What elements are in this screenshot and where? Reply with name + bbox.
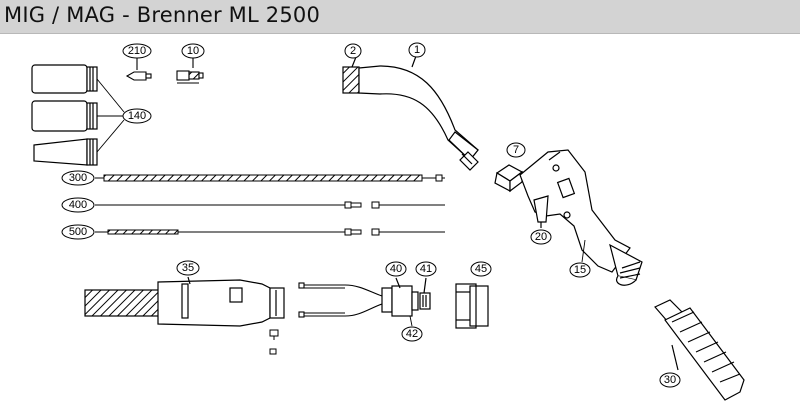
cable-nut-7 [494, 164, 524, 193]
coupling-nut-45 [455, 283, 489, 329]
callout-20: 20 [530, 229, 552, 245]
callout-2: 2 [344, 43, 362, 59]
svg-text:300: 300 [69, 172, 87, 184]
svg-text:500: 500 [69, 226, 87, 238]
spring-protector-30 [654, 299, 745, 401]
leader-15 [581, 239, 586, 263]
callout-30: 30 [659, 372, 681, 388]
trigger-20 [533, 195, 549, 228]
svg-text:15: 15 [574, 264, 586, 276]
callout-500: 500 [61, 224, 95, 240]
leader-42 [409, 315, 413, 327]
callout-45: 45 [470, 261, 492, 277]
cable-leads [298, 282, 383, 318]
svg-text:210: 210 [128, 45, 146, 57]
liner-500 [95, 228, 445, 236]
callout-140: 140 [122, 108, 152, 124]
connector-body-40 [381, 277, 419, 317]
callout-42: 42 [401, 326, 423, 342]
callout-15: 15 [569, 262, 591, 278]
svg-text:35: 35 [182, 262, 194, 274]
callout-41: 41 [415, 261, 437, 277]
nozzle-group [31, 64, 98, 166]
nozzle-cylindrical-1 [31, 64, 98, 94]
handle-15 [519, 149, 643, 286]
liner-300 [95, 174, 445, 182]
contact-tip-10 [176, 57, 204, 84]
svg-text:2: 2 [350, 45, 356, 57]
swan-neck [342, 55, 479, 171]
callout-35: 35 [176, 260, 200, 276]
callout-1: 1 [408, 42, 426, 58]
central-connector-35 [84, 276, 285, 327]
callout-210: 210 [122, 43, 152, 59]
callout-300: 300 [61, 170, 95, 186]
handle-ring [619, 261, 641, 279]
svg-text:30: 30 [664, 374, 676, 386]
callout-400: 400 [61, 197, 95, 213]
svg-text:20: 20 [535, 231, 547, 243]
callout-40: 40 [385, 261, 407, 277]
leader-lines-140 [96, 78, 125, 153]
callout-labels: 210 10 2 1 140 7 300 400 500 20 15 35 40… [61, 42, 681, 388]
connector-tip-41 [419, 277, 431, 310]
svg-text:40: 40 [390, 263, 402, 275]
liner-400 [95, 201, 445, 209]
svg-text:42: 42 [406, 328, 418, 340]
svg-text:41: 41 [420, 263, 432, 275]
contact-tip-holder-210 [125, 57, 152, 81]
svg-text:45: 45 [475, 263, 487, 275]
screw-detail [269, 329, 279, 355]
svg-text:400: 400 [69, 199, 87, 211]
nozzle-cylindrical-2 [31, 100, 98, 132]
callout-10: 10 [181, 43, 205, 59]
title-bar: MIG / MAG - Brenner ML 2500 [0, 0, 800, 34]
callout-7: 7 [506, 142, 526, 158]
nozzle-conical [33, 138, 98, 166]
page-title: MIG / MAG - Brenner ML 2500 [4, 3, 321, 27]
svg-text:10: 10 [187, 45, 199, 57]
svg-text:1: 1 [414, 44, 420, 56]
svg-text:7: 7 [513, 144, 519, 156]
svg-text:140: 140 [128, 110, 146, 122]
